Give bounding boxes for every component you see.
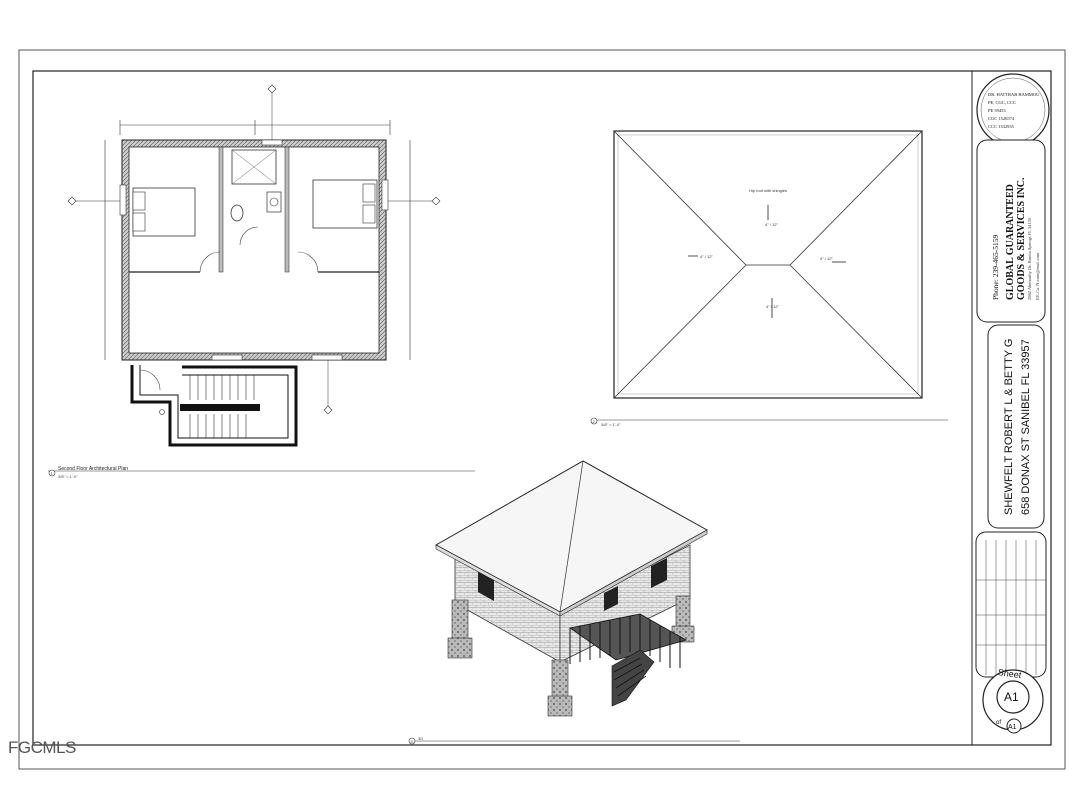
iso-title-block: 3 3D	[408, 736, 740, 745]
mls-watermark: FGCMLS	[8, 738, 76, 757]
project-address: 658 DONAX ST SANIBEL FL 33957	[1020, 339, 1032, 515]
plan-scale: 3/8" = 1'-0"	[58, 474, 78, 479]
floor-plan	[67, 84, 441, 447]
title-block: DR. HATTRAB HAMMOU PE, CGC, CCC PE 59453…	[971, 71, 1050, 745]
owner-name: SHEWFELT ROBERT L & BETTY G	[1003, 339, 1015, 515]
engineer-cred-4: CCC 1332935	[988, 124, 1015, 129]
engineer-cred-1: PE, CGC, CCC	[988, 100, 1016, 106]
engineer-name: DR. HATTRAB HAMMOU	[988, 92, 1040, 97]
iso-marker: 3	[411, 739, 414, 744]
engineer-cred-3: CGC 1526574	[988, 116, 1015, 121]
sheet-of: A1	[1008, 724, 1017, 731]
roof-marker: 2	[593, 419, 596, 424]
roof-slope-top: 4" / 12"	[765, 222, 778, 227]
roof-title-block: 2 3/8" = 1'-0"	[590, 417, 948, 427]
roof-scale: 3/8" = 1'-0"	[601, 422, 621, 427]
roof-plan: Hip roof with shingles 4" / 12" 4" / 12"…	[613, 130, 923, 399]
engineer-cred-2: PE 59453	[988, 108, 1006, 113]
roof-note: Hip roof with shingles	[749, 188, 787, 193]
roof-slope-right: 4" / 12"	[820, 256, 833, 261]
roof-slope-bottom: 4" / 12"	[766, 304, 779, 309]
iso-title: 3D	[418, 736, 423, 741]
roof-slope-left: 4" / 12"	[700, 254, 713, 259]
plan-marker: 1	[51, 471, 54, 476]
plan-title-block: 1 Second Floor Architectural Plan 3/8" =…	[48, 466, 475, 479]
company-name-2: GOODS & SERVICES INC.	[1016, 177, 1027, 300]
sheet-of-label: of	[996, 720, 1001, 726]
company-name-1: GLOBAL GUARANTEED	[1005, 184, 1016, 300]
company-phone: Phone: 239-465-5159	[991, 235, 1000, 300]
company-email: P.E.Ca. N.com@mail.com	[1035, 252, 1040, 300]
company-address: 2982 Abernathy Dr. Bonita Springs FL 341…	[1027, 217, 1032, 300]
sheet-number: A1	[1004, 690, 1019, 704]
plan-title: Second Floor Architectural Plan	[58, 466, 128, 472]
isometric-view	[434, 460, 709, 717]
sheet-border	[18, 49, 1066, 770]
sheet-label: Sheet	[997, 667, 1022, 680]
